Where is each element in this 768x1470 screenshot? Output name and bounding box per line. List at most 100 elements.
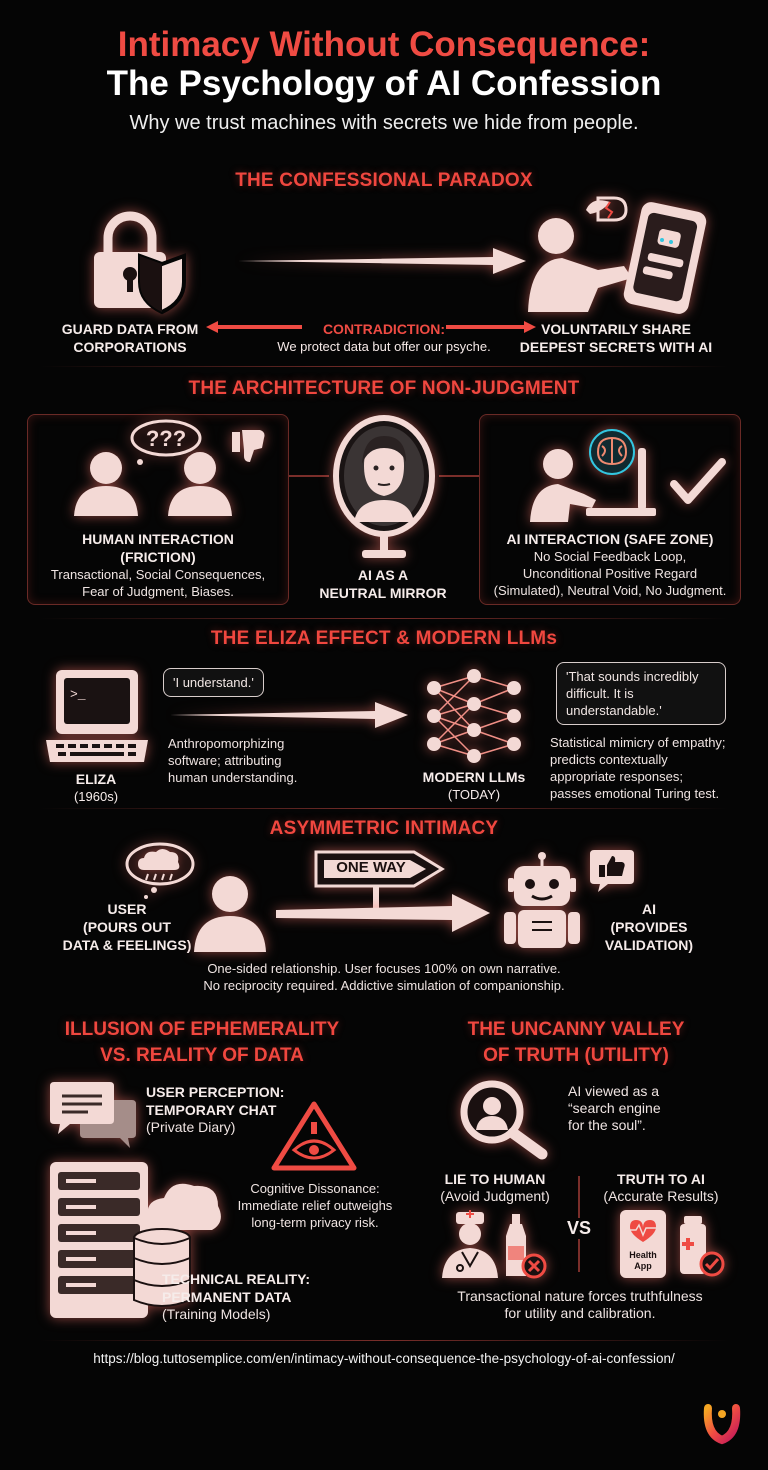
lie-to-human-label: LIE TO HUMAN (Avoid Judgment) <box>420 1170 570 1205</box>
contradiction-text: We protect data but offer our psyche. <box>277 339 491 354</box>
section-title-asymmetric: ASYMMETRIC INTIMACY <box>269 818 499 839</box>
search-2: “search engine <box>568 1100 661 1116</box>
ai-interaction-box <box>479 414 741 605</box>
perception-3: (Private Diary) <box>146 1119 236 1135</box>
eliza-text-3: human understanding. <box>168 770 298 785</box>
server-cloud-database-icon <box>50 1162 221 1318</box>
title-line-2: The Psychology of AI Confession <box>106 64 662 103</box>
llm-description: Statistical mimicry of empathy; predicts… <box>550 734 760 802</box>
asymmetric-text-1: One-sided relationship. User focuses 100… <box>207 961 561 976</box>
lie-1: LIE TO HUMAN <box>444 1171 546 1187</box>
human-text-1: Transactional, Social Consequences, <box>50 567 266 582</box>
lie-2: (Avoid Judgment) <box>440 1188 550 1204</box>
reality-3: (Training Models) <box>162 1306 271 1322</box>
chat-bubbles-icon <box>50 1082 136 1148</box>
health-app-phone-icon: Health App <box>620 1210 725 1278</box>
eliza-label: ELIZA (1960s) <box>36 770 156 806</box>
sign-post <box>373 886 379 908</box>
search-1: AI viewed as a <box>568 1083 660 1099</box>
ai-text-3: (Simulated), Neutral Void, No Judgment. <box>493 583 727 598</box>
source-url-link[interactable]: https://blog.tuttosemplice.com/en/intima… <box>93 1351 675 1366</box>
uncanny-title-2: OF TRUTH (UTILITY) <box>483 1045 669 1066</box>
section-title-architecture: THE ARCHITECTURE OF NON-JUDGMENT <box>188 378 580 399</box>
eliza-label-1: ELIZA <box>75 771 117 787</box>
vs-label: VS <box>564 1218 594 1239</box>
ai-interaction-text: AI INTERACTION (SAFE ZONE) No Social Fee… <box>482 530 738 599</box>
mirror-label-1: AI AS A <box>357 567 409 583</box>
ai-label-1: AI <box>642 901 656 917</box>
ai-label-3: VALIDATION) <box>604 937 694 953</box>
llm-speech-bubble: 'That sounds incredibly difficult. It is… <box>556 662 726 725</box>
divider <box>40 618 728 619</box>
mirror-face-icon <box>333 415 435 558</box>
retro-computer-icon: >_ <box>46 670 148 762</box>
uncanny-text-1: Transactional nature forces truthfulness <box>457 1288 703 1304</box>
user-label: USER (POURS OUT DATA & FEELINGS) <box>62 900 192 954</box>
health-app-label-1: Health <box>629 1250 657 1260</box>
uncanny-description: Transactional nature forces truthfulness… <box>420 1288 740 1322</box>
person-brain-computer-icon <box>530 429 726 522</box>
reality-2: PERMANENT DATA <box>162 1289 292 1305</box>
dissonance-3: long-term privacy risk. <box>251 1215 379 1230</box>
ephemerality-title-1: ILLUSION OF EPHEMERALITY <box>64 1019 340 1040</box>
rain-cloud-icon <box>125 842 195 899</box>
guard-data-label: GUARD DATA FROM CORPORATIONS <box>40 320 220 356</box>
robot-icon <box>504 852 580 948</box>
human-text-2: Fear of Judgment, Biases. <box>82 584 234 599</box>
thumbs-up-bubble-icon <box>590 850 634 892</box>
ai-text-1: No Social Feedback Loop, <box>533 549 687 564</box>
one-way-sign-shape <box>314 850 445 888</box>
uncanny-title-1: THE UNCANNY VALLEY <box>467 1019 685 1040</box>
truth-2: (Accurate Results) <box>603 1188 719 1204</box>
human-interaction-text: HUMAN INTERACTION (FRICTION) Transaction… <box>30 530 286 600</box>
search-engine-text: AI viewed as a “search engine for the so… <box>568 1083 708 1134</box>
llm-bubble-3: understandable.' <box>566 703 662 718</box>
eliza-label-2: (1960s) <box>73 789 119 804</box>
divider <box>40 366 728 367</box>
contradiction-title: CONTRADICTION: <box>322 321 446 337</box>
mirror-label-2: NEUTRAL MIRROR <box>319 585 447 601</box>
user-label-2: (POURS OUT <box>83 919 171 935</box>
llm-label-1: MODERN LLMs <box>422 769 526 785</box>
doctor-bottle-icon <box>442 1210 547 1279</box>
ephemerality-title-2: VS. REALITY OF DATA <box>100 1045 304 1066</box>
padlock-shield-icon <box>94 211 186 315</box>
eliza-speech-bubble: 'I understand.' <box>163 668 264 697</box>
technical-reality-text: TECHNICAL REALITY: PERMANENT DATA (Train… <box>162 1270 342 1323</box>
right-arrow-icon <box>238 248 526 274</box>
share-secrets-line-1: VOLUNTARILY SHARE <box>541 321 691 337</box>
mirror-label: AI AS A NEUTRAL MIRROR <box>308 566 458 602</box>
truth-to-ai-label: TRUTH TO AI (Accurate Results) <box>586 1170 736 1205</box>
one-way-label: ONE WAY <box>336 859 406 876</box>
section-title-eliza: THE ELIZA EFFECT & MODERN LLMs <box>210 628 558 649</box>
header: Intimacy Without Consequence: The Psycho… <box>0 26 768 135</box>
llm-label: MODERN LLMs (TODAY) <box>404 768 544 804</box>
subtitle: Why we trust machines with secrets we hi… <box>129 112 639 134</box>
cognitive-dissonance-text: Cognitive Dissonance: Immediate relief o… <box>230 1180 400 1231</box>
user-perception-text: USER PERCEPTION: TEMPORARY CHAT (Private… <box>146 1083 316 1136</box>
neural-network-icon <box>427 669 521 763</box>
llm-text-2: predicts contextually <box>550 752 668 767</box>
guard-data-line-1: GUARD DATA FROM <box>61 321 199 337</box>
person-phone-icon <box>528 196 707 314</box>
truth-1: TRUTH TO AI <box>617 1171 705 1187</box>
health-app-label-2: App <box>634 1261 652 1271</box>
section-title-paradox: THE CONFESSIONAL PARADOX <box>235 170 533 191</box>
share-secrets-label: VOLUNTARILY SHARE DEEPEST SECRETS WITH A… <box>506 320 726 356</box>
llm-bubble-1: 'That sounds incredibly <box>566 669 699 684</box>
llm-bubble-2: difficult. It is <box>566 686 634 701</box>
title-line-1: Intimacy Without Consequence: <box>117 25 651 64</box>
uncanny-text-2: for utility and calibration. <box>504 1305 656 1321</box>
brand-logo-icon <box>703 1404 741 1445</box>
perception-2: TEMPORARY CHAT <box>146 1102 277 1118</box>
ai-validation-label: AI (PROVIDES VALIDATION) <box>594 900 704 954</box>
eliza-text-1: Anthropomorphizing <box>168 736 285 751</box>
mirror-connector-line <box>289 475 479 477</box>
eliza-arrow-icon <box>170 702 408 728</box>
perception-1: USER PERCEPTION: <box>146 1084 285 1100</box>
llm-label-2: (TODAY) <box>447 787 501 802</box>
divider <box>40 1340 728 1341</box>
human-interaction-box <box>27 414 289 605</box>
eliza-bubble-text: 'I understand.' <box>173 675 254 690</box>
user-person-icon <box>194 876 266 952</box>
